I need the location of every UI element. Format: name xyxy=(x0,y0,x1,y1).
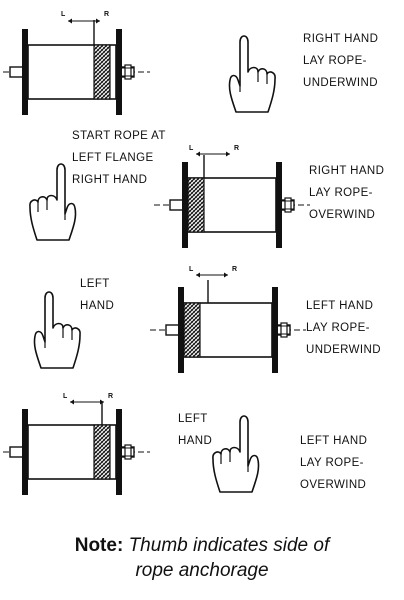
arrow-tag-left: L xyxy=(189,145,194,152)
note-prefix: Note: xyxy=(74,535,124,556)
arrow-tag-right: R xyxy=(108,393,114,400)
label-left-hand-hint: LEFT HAND xyxy=(80,278,115,312)
direction-arrow-3 xyxy=(196,272,228,278)
arrow-tag-left: L xyxy=(61,11,66,18)
arrow-tag-left: L xyxy=(189,266,194,273)
drum-left-hand-overwind xyxy=(0,402,151,496)
drum-right-hand-underwind xyxy=(0,20,151,116)
direction-arrow-1 xyxy=(68,18,100,24)
label-right-hand-overwind: RIGHT HAND LAY ROPE- OVERWIND xyxy=(309,165,385,221)
right-hand-icon-top xyxy=(228,35,276,113)
label-left-hand-overwind: LEFT HAND LAY ROPE- OVERWIND xyxy=(300,435,368,491)
label-start-rope: START ROPE AT LEFT FLANGE RIGHT HAND xyxy=(72,130,166,186)
drum-left-hand-underwind xyxy=(149,280,307,374)
note-caption: Note: Thumb indicates side of rope ancho… xyxy=(0,533,404,583)
note-line-1: Thumb indicates side of xyxy=(128,535,330,556)
arrow-tag-right: R xyxy=(234,145,240,152)
arrow-tag-right: R xyxy=(232,266,238,273)
note-line-2: rope anchorage xyxy=(135,560,269,581)
left-hand-icon-bottom xyxy=(212,415,260,493)
left-hand-icon-middle xyxy=(33,291,81,369)
label-left-hand-underwind: LEFT HAND LAY ROPE- UNDERWIND xyxy=(306,300,381,356)
label-left-hand: LEFT HAND xyxy=(178,413,213,447)
label-right-hand-underwind: RIGHT HAND LAY ROPE- UNDERWIND xyxy=(303,33,379,89)
drum-right-hand-overwind xyxy=(153,155,311,249)
right-hand-icon-start xyxy=(29,163,77,241)
direction-arrow-2 xyxy=(196,151,230,157)
arrow-tag-right: R xyxy=(104,11,110,18)
arrow-tag-left: L xyxy=(63,393,68,400)
direction-arrow-4 xyxy=(70,399,104,405)
